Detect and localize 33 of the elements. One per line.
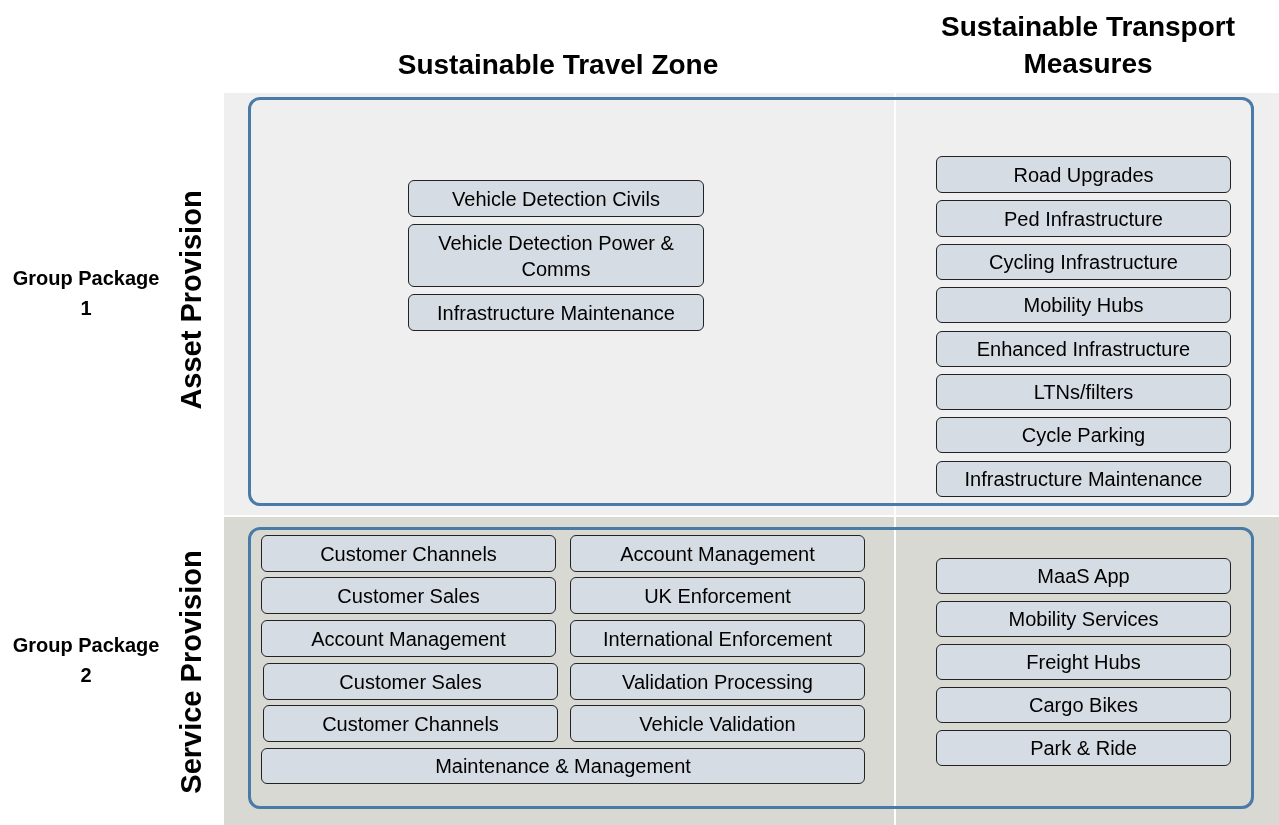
item-box: Infrastructure Maintenance bbox=[936, 461, 1231, 497]
item-box: Ped Infrastructure bbox=[936, 200, 1231, 237]
item-box: LTNs/filters bbox=[936, 374, 1231, 410]
item-box: Enhanced Infrastructure bbox=[936, 331, 1231, 367]
item-box: Customer Channels bbox=[261, 535, 556, 572]
column-heading: Sustainable Travel Zone bbox=[396, 48, 720, 82]
item-box: Mobility Services bbox=[936, 601, 1231, 637]
item-box: Vehicle Detection Power & Comms bbox=[408, 224, 704, 287]
item-box: MaaS App bbox=[936, 558, 1231, 594]
item-box: Road Upgrades bbox=[936, 156, 1231, 193]
item-box: Customer Sales bbox=[261, 577, 556, 614]
item-box: Maintenance & Management bbox=[261, 748, 865, 784]
item-box: Infrastructure Maintenance bbox=[408, 294, 704, 331]
item-box: Vehicle Detection Civils bbox=[408, 180, 704, 217]
item-box: Cycling Infrastructure bbox=[936, 244, 1231, 280]
item-box: International Enforcement bbox=[570, 620, 865, 657]
item-box: Cargo Bikes bbox=[936, 687, 1231, 723]
item-box: Customer Sales bbox=[263, 663, 558, 700]
item-box: Account Management bbox=[570, 535, 865, 572]
item-box: UK Enforcement bbox=[570, 577, 865, 614]
row-heading: Group Package 2 bbox=[11, 633, 161, 688]
item-box: Freight Hubs bbox=[936, 644, 1231, 680]
section-heading: Service Provision bbox=[174, 550, 209, 794]
item-box: Account Management bbox=[261, 620, 556, 657]
item-box: Validation Processing bbox=[570, 663, 865, 700]
item-box: Cycle Parking bbox=[936, 417, 1231, 453]
row-heading: Group Package 1 bbox=[11, 266, 161, 321]
column-heading: Sustainable Transport Measures bbox=[939, 10, 1237, 81]
item-box: Park & Ride bbox=[936, 730, 1231, 766]
item-box: Vehicle Validation bbox=[570, 705, 865, 742]
item-box: Mobility Hubs bbox=[936, 287, 1231, 323]
item-box: Customer Channels bbox=[263, 705, 558, 742]
section-heading: Asset Provision bbox=[174, 190, 209, 410]
